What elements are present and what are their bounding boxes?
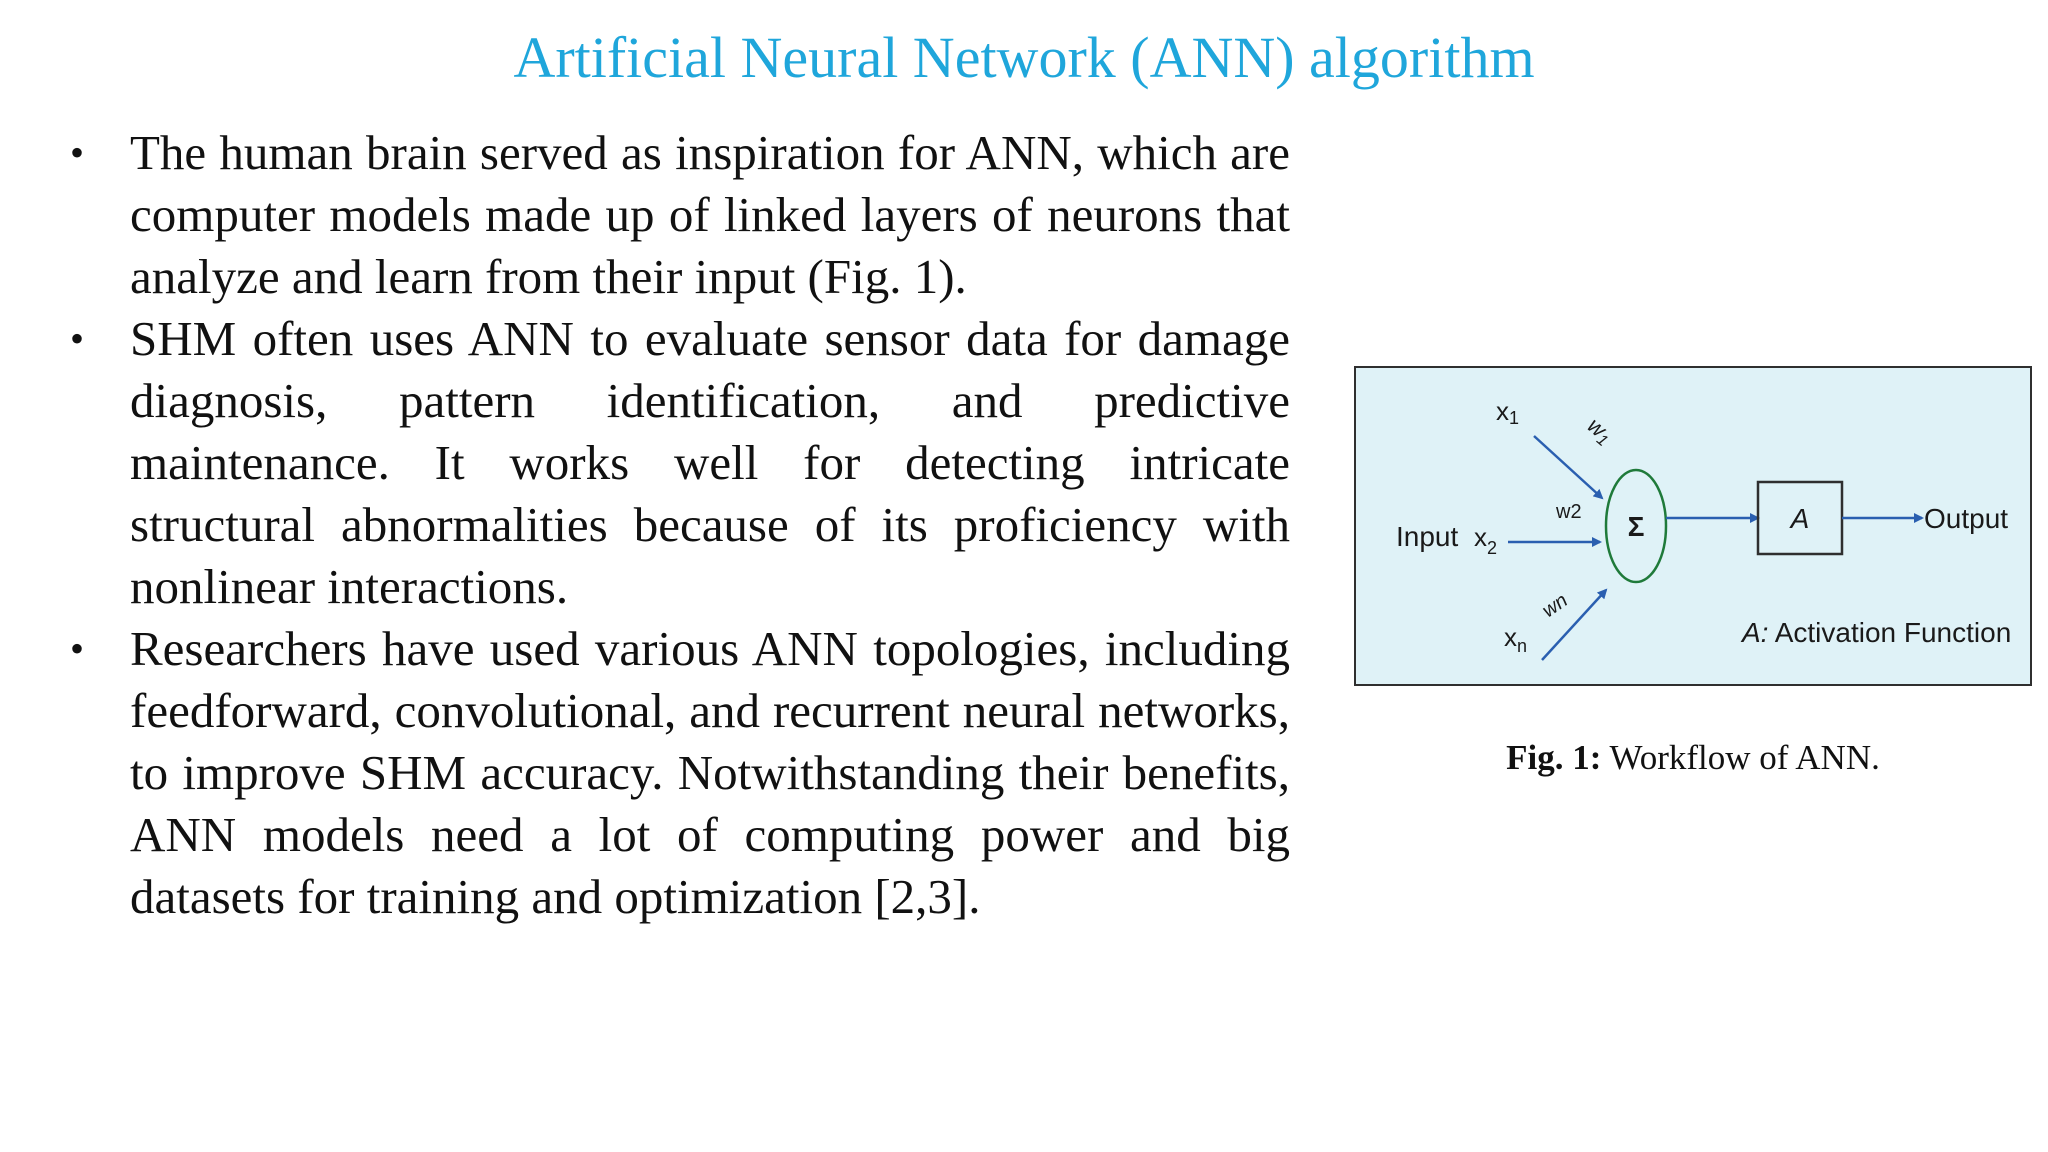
input-label: Input	[1396, 521, 1458, 552]
summation-node	[1604, 468, 1668, 584]
figure-caption-text: Workflow of ANN.	[1601, 738, 1880, 777]
bullet-item: • Researchers have used various ANN topo…	[64, 618, 1290, 928]
activation-label-prefix: A:	[1740, 617, 1768, 648]
wn-label: wn	[1538, 589, 1572, 622]
x1-sub: 1	[1509, 408, 1519, 428]
xn-label: xn	[1504, 622, 1527, 656]
x2-base: x	[1474, 522, 1487, 552]
slide-title: Artificial Neural Network (ANN) algorith…	[513, 25, 1535, 90]
bullet-icon: •	[70, 130, 85, 175]
x2-sub: 2	[1487, 538, 1497, 558]
w2-label: w2	[1555, 501, 1582, 523]
bullet-text: SHM often uses ANN to evaluate sensor da…	[130, 311, 1290, 614]
xn-arrow	[1541, 588, 1608, 661]
bullet-icon: •	[70, 316, 85, 361]
bullet-item: • SHM often uses ANN to evaluate sensor …	[64, 308, 1290, 618]
activation-function-label: A: Activation Function	[1740, 617, 2011, 648]
w1-label: w1	[1581, 413, 1618, 450]
ann-diagram-svg: Input x1 w1 x2 w2 xn wn Σ	[1396, 396, 2011, 661]
xn-sub: n	[1517, 636, 1527, 656]
activation-symbol: A	[1789, 503, 1810, 534]
bullet-text: The human brain served as inspiration fo…	[130, 125, 1290, 304]
figure-caption: Fig. 1: Workflow of ANN.	[1354, 736, 2032, 780]
x2-label: x2	[1474, 522, 1497, 558]
bullet-list: • The human brain served as inspiration …	[64, 122, 1290, 928]
xn-base: x	[1504, 622, 1517, 652]
bullet-text: Researchers have used various ANN topolo…	[130, 621, 1290, 924]
x1-arrow	[1533, 435, 1604, 500]
output-label: Output	[1924, 503, 2008, 534]
bullet-item: • The human brain served as inspiration …	[64, 122, 1290, 308]
figure-caption-prefix: Fig. 1:	[1506, 738, 1602, 777]
x1-base: x	[1496, 396, 1509, 426]
x1-label: x1	[1496, 396, 1519, 428]
activation-label-text: Activation Function	[1768, 617, 2011, 648]
bullet-icon: •	[70, 626, 85, 671]
sum-icon: Σ	[1628, 511, 1645, 542]
ann-diagram: Input x1 w1 x2 w2 xn wn Σ	[1354, 366, 2032, 686]
